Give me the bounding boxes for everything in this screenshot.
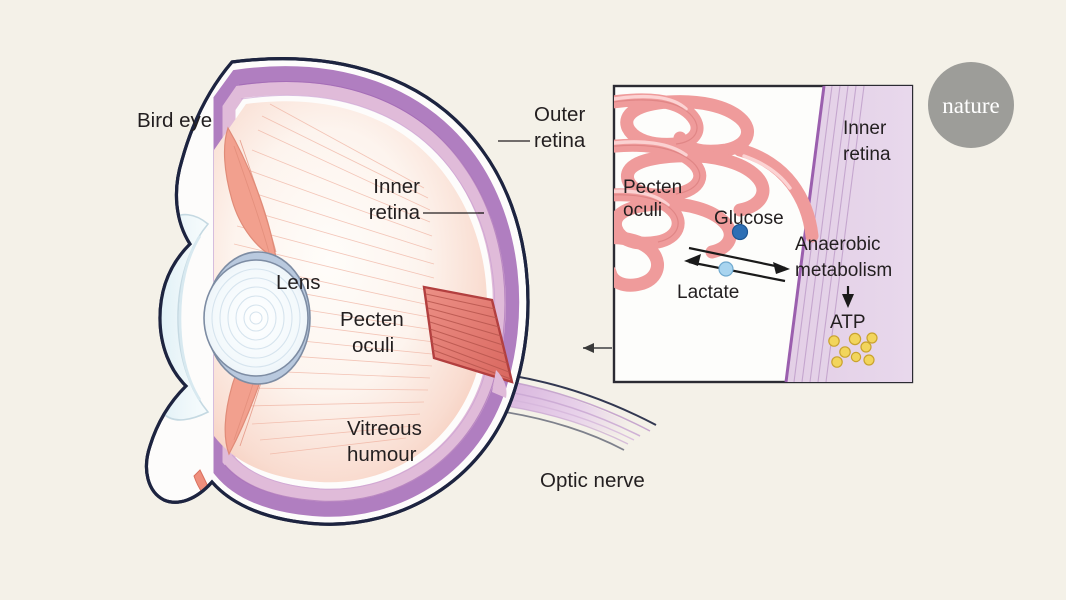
inset-labels: Pecten oculi Inner retina Glucose Lactat… bbox=[623, 118, 892, 333]
nature-logo: nature bbox=[928, 62, 1014, 148]
lens bbox=[203, 259, 309, 377]
inset-panel: Pecten oculi Inner retina Glucose Lactat… bbox=[612, 84, 914, 384]
atp-arrow bbox=[842, 286, 854, 308]
bird-eye-cross-section bbox=[144, 57, 530, 526]
label-pecten-oculi-line2: oculi bbox=[352, 334, 394, 357]
inset-label-inner-retina-line2: retina bbox=[843, 144, 891, 165]
glucose-arrow bbox=[688, 246, 790, 274]
label-optic-nerve: Optic nerve bbox=[540, 469, 645, 492]
label-lens: Lens bbox=[276, 271, 320, 294]
main-diagram-labels: Bird eye Outer retina Inner retina Lens … bbox=[137, 103, 645, 492]
inset-pecten-outline bbox=[614, 99, 701, 243]
inset-label-glucose: Glucose bbox=[714, 208, 784, 229]
inset-retina-fibers bbox=[793, 86, 865, 382]
label-pecten-oculi-line1: Pecten bbox=[340, 308, 404, 331]
glucose-dot-icon bbox=[731, 223, 749, 241]
label-inner-retina-line2: retina bbox=[369, 201, 421, 224]
nature-logo-circle bbox=[928, 62, 1014, 148]
label-outer-retina-line2: retina bbox=[534, 129, 586, 152]
label-outer-retina-line1: Outer bbox=[534, 103, 585, 126]
inset-label-atp: ATP bbox=[830, 312, 866, 333]
lactate-arrow bbox=[684, 254, 786, 283]
inset-inner-retina bbox=[786, 86, 912, 382]
inset-connector-arrow bbox=[583, 343, 612, 353]
label-bird-eye: Bird eye bbox=[137, 109, 212, 132]
inset-label-pecten-line2: oculi bbox=[623, 200, 662, 221]
label-vitreous-line1: Vitreous bbox=[347, 417, 422, 440]
lens-rings bbox=[211, 268, 301, 368]
label-inner-retina-line1: Inner bbox=[373, 175, 420, 198]
inset-pecten-highlights bbox=[614, 94, 792, 207]
inset-label-lactate: Lactate bbox=[677, 282, 739, 303]
inset-label-anaerobic-line2: metabolism bbox=[795, 260, 892, 281]
label-leader-lines bbox=[423, 140, 530, 214]
lactate-dot-icon bbox=[718, 261, 734, 277]
inset-label-anaerobic-line1: Anaerobic bbox=[795, 234, 881, 255]
optic-nerve-graphic bbox=[504, 375, 657, 451]
inset-label-pecten-line1: Pecten bbox=[623, 177, 682, 198]
vitreous-humour bbox=[214, 101, 487, 483]
pecten-oculi-structure bbox=[422, 285, 514, 384]
label-vitreous-line2: humour bbox=[347, 443, 417, 466]
inset-retina-edge bbox=[784, 86, 826, 382]
nature-logo-text: nature bbox=[942, 93, 999, 118]
atp-dots bbox=[828, 332, 878, 368]
inset-label-inner-retina-line1: Inner bbox=[843, 118, 887, 139]
